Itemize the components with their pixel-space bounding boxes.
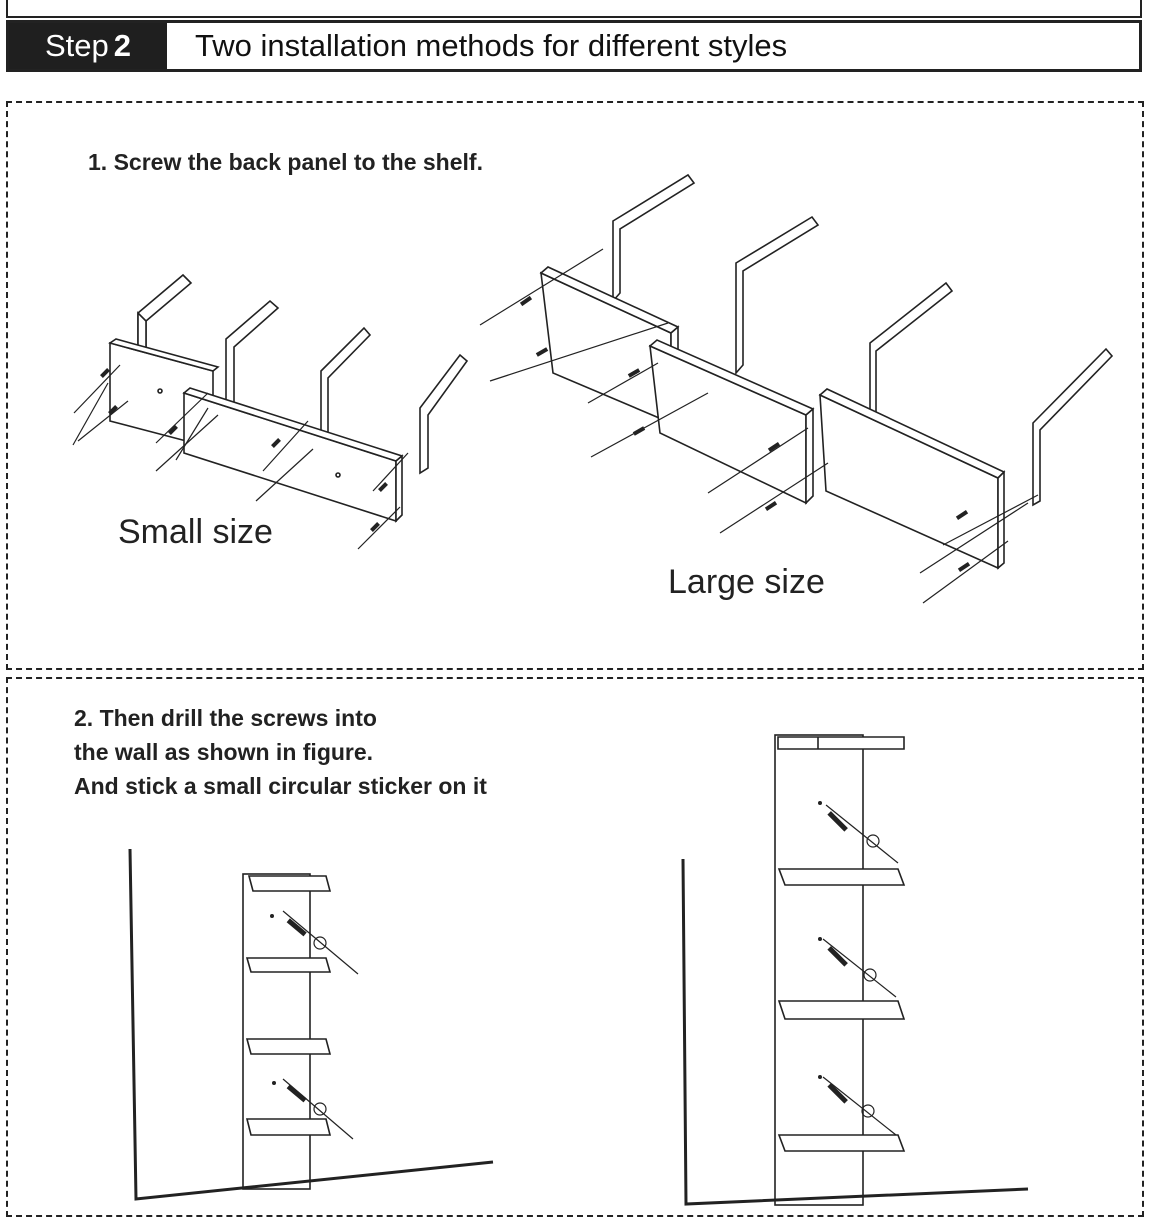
section2-line2: the wall as shown in figure. [74, 739, 374, 765]
step-number: 2 [113, 28, 132, 63]
wall-mount-illustration [128, 734, 1029, 1206]
section2-line1: 2. Then drill the screws into [74, 705, 377, 731]
shelf-assembly-illustration [72, 173, 1114, 604]
step-title: Two installation methods for different s… [195, 28, 788, 63]
small-size-diagram [72, 273, 469, 550]
small-size-label: Small size [118, 513, 273, 551]
top-frame-line [6, 0, 1142, 18]
panel-wall-mount: 2. Then drill the screws into the wall a… [6, 677, 1144, 1217]
section1-title: 1. Screw the back panel to the shelf. [88, 149, 483, 175]
small-wall-mount-diagram [128, 848, 494, 1201]
section2-line3: And stick a small circular sticker on it [74, 773, 487, 799]
panel-back-panel: 1. Screw the back panel to the shelf. [6, 101, 1144, 670]
step-word: Step [44, 28, 109, 63]
large-wall-mount-diagram [681, 734, 1029, 1206]
large-size-label: Large size [668, 563, 825, 601]
large-size-diagram [479, 173, 1114, 604]
